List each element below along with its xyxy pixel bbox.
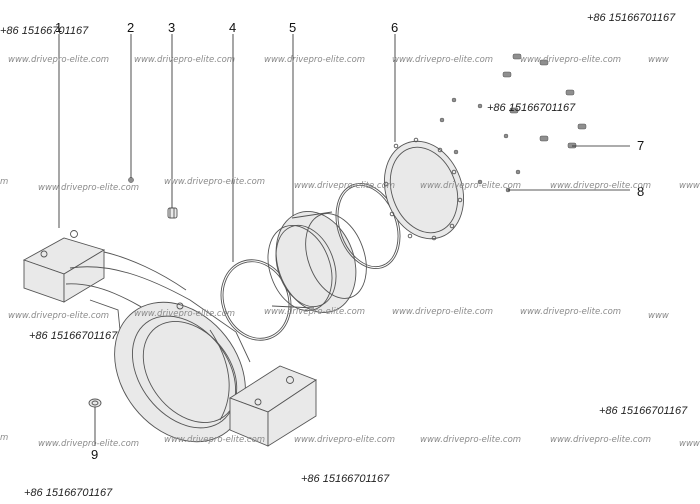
- callout-1: 1: [55, 20, 62, 35]
- watermark-site-cut: www: [648, 311, 669, 321]
- watermark-site-fragment: m: [0, 177, 8, 187]
- part-2-grease-nipple: [128, 177, 134, 183]
- watermark-site: www.drivepro-elite.com: [550, 181, 651, 191]
- watermark-phone: +86 15166701167: [0, 25, 89, 37]
- watermark-site-cut: www: [648, 55, 669, 65]
- watermark-site: www.drivepro-elite.com: [134, 309, 235, 319]
- callout-7: 7: [637, 138, 644, 153]
- callout-5: 5: [289, 20, 296, 35]
- watermark-site: www.drivepro-elite.com: [550, 435, 651, 445]
- watermark-site: www.drivepro-elite.com: [420, 181, 521, 191]
- watermark-site: www.drivepro-elite.com: [392, 55, 493, 65]
- watermark-site: www.drivepro-elite.com: [520, 55, 621, 65]
- watermark-phone: +86 15166701167: [29, 330, 118, 342]
- watermark-site: www.drivepro-elite.com: [420, 435, 521, 445]
- leader-lines: [58, 34, 630, 446]
- watermark-phone: +86 15166701167: [24, 487, 113, 499]
- part-6-flange-cover: [383, 137, 465, 241]
- watermark-phone-layer: +86 15166701167 +86 15166701167 +86 1516…: [0, 12, 688, 499]
- watermark-site: www.drivepro-elite.com: [294, 435, 395, 445]
- callout-8: 8: [637, 184, 644, 199]
- watermark-site: www.drivepro-elite.com: [134, 55, 235, 65]
- callout-4: 4: [229, 20, 236, 35]
- watermark-site-cut: www: [679, 439, 700, 449]
- watermark-site: www.drivepro-elite.com: [264, 55, 365, 65]
- callout-6: 6: [391, 20, 398, 35]
- part-1-arm-bracket: [22, 230, 317, 447]
- watermark-site: www.drivepro-elite.com: [8, 55, 109, 65]
- callout-2: 2: [127, 20, 134, 35]
- watermark-site-layer: www.drivepro-elite.com www.drivepro-elit…: [0, 55, 700, 449]
- watermark-site: www.drivepro-elite.com: [294, 181, 395, 191]
- part-9-drain-plug: [88, 398, 102, 408]
- watermark-site: www.drivepro-elite.com: [164, 435, 265, 445]
- watermark-site-cut: www: [679, 181, 700, 191]
- callout-9: 9: [91, 447, 98, 462]
- watermark-phone: +86 15166701167: [301, 473, 390, 485]
- watermark-phone: +86 15166701167: [599, 405, 688, 417]
- watermark-site: www.drivepro-elite.com: [38, 183, 139, 193]
- watermark-site: www.drivepro-elite.com: [264, 307, 365, 317]
- part-5-bearing-sleeve: [267, 210, 367, 314]
- watermark-phone: +86 15166701167: [487, 102, 576, 114]
- watermark-phone: +86 15166701167: [587, 12, 676, 24]
- watermark-site: www.drivepro-elite.com: [392, 307, 493, 317]
- watermark-site-fragment: m: [0, 433, 8, 443]
- part-7-bolts: [502, 53, 587, 149]
- callout-3: 3: [168, 20, 175, 35]
- watermark-site: www.drivepro-elite.com: [520, 307, 621, 317]
- part-3-plug: [167, 207, 178, 219]
- watermark-site: www.drivepro-elite.com: [164, 177, 265, 187]
- watermark-site: www.drivepro-elite.com: [8, 311, 109, 321]
- watermark-site: www.drivepro-elite.com: [38, 439, 139, 449]
